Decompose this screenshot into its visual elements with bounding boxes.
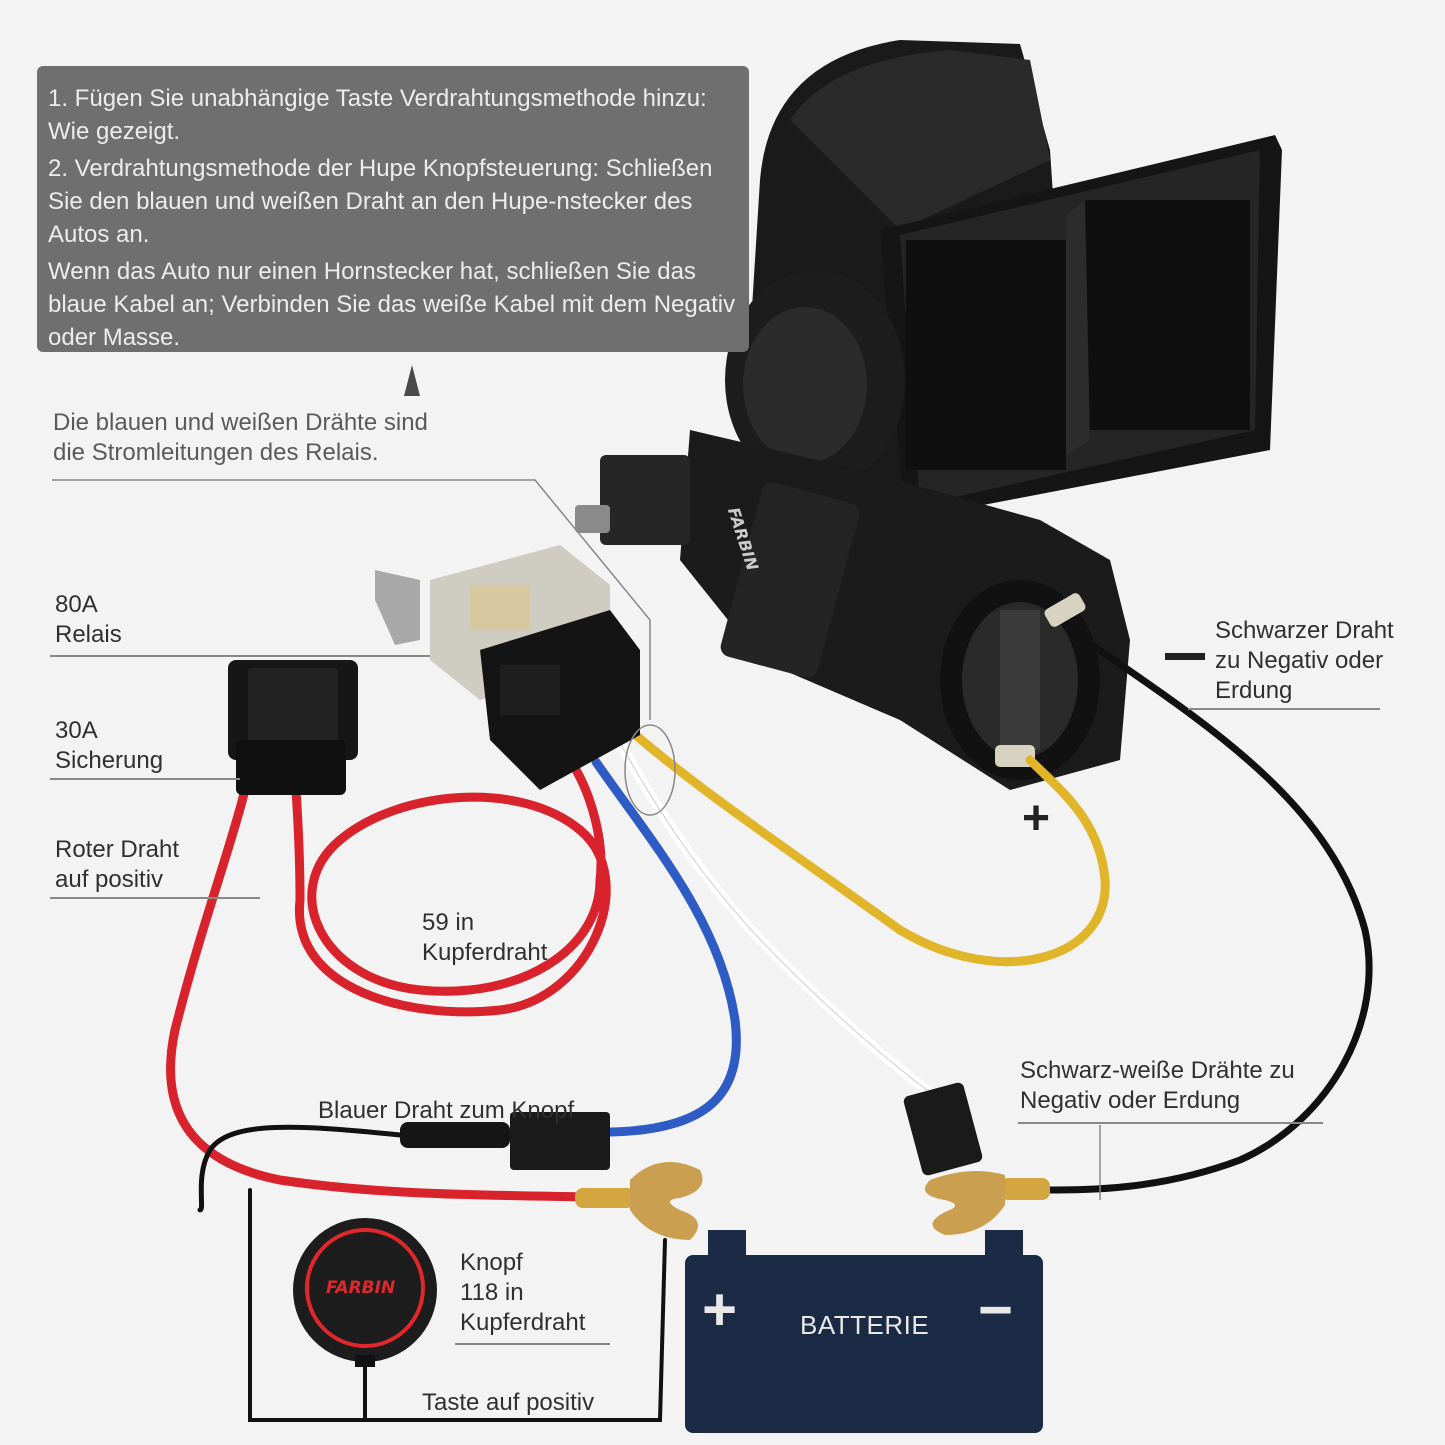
black-wire (1041, 636, 1373, 1194)
relay-callout-line (50, 655, 430, 657)
button-wire (197, 1124, 403, 1213)
fuse-holder-icon (228, 660, 358, 795)
minus-sign-icon (1165, 653, 1205, 660)
negative-terminal-icon (925, 1171, 1050, 1235)
relay-icon (375, 545, 640, 790)
horn-plus-sign: + (1022, 792, 1051, 845)
red-wire-coil (291, 755, 611, 1017)
label-copper-59: 59 in Kupferdraht (422, 909, 548, 966)
fuse-callout-line (50, 778, 240, 780)
instruction-box: 1. Fügen Sie unabhängige Taste Verdrahtu… (37, 66, 749, 352)
instruction-step-2: 2. Verdrahtungsmethode der Hupe Knopfste… (48, 155, 713, 248)
callout-lines (52, 479, 1101, 1200)
black-white-callout-line (1018, 1122, 1323, 1124)
label-red-wire: Roter Draht auf positiv (55, 836, 180, 893)
button-connector (510, 1112, 610, 1170)
button-callout-line (455, 1343, 610, 1345)
positive-terminal-icon (575, 1162, 703, 1240)
battery-plus: + (702, 1276, 738, 1343)
label-blue-wire: Blauer Draht zum Knopf (318, 1097, 575, 1124)
blue-wire (591, 757, 741, 1137)
button-logo: FARBIN (326, 1278, 396, 1298)
label-button-positive: Taste auf positiv (422, 1389, 595, 1416)
white-wire-connector (903, 1082, 983, 1176)
label-black-white: Schwarz-weiße Drähte zu Negativ oder Erd… (1020, 1057, 1295, 1114)
battery-label: BATTERIE (800, 1310, 930, 1340)
red-wire-callout-line (50, 897, 260, 899)
instruction-note: Wenn das Auto nur einen Hornstecker hat,… (48, 258, 736, 351)
label-fuse: 30A Sicherung (55, 717, 164, 774)
wires (166, 636, 1373, 1422)
inline-connector (400, 1122, 510, 1148)
label-button: Knopf 118 in Kupferdraht (460, 1249, 586, 1336)
label-power-lines: Die blauen und weißen Drähte sind die St… (53, 409, 428, 466)
yellow-wire (627, 727, 1110, 967)
white-wire (600, 710, 945, 1105)
horn-icon (575, 40, 1282, 790)
button-cable-loop (248, 1188, 667, 1422)
instruction-step-1: 1. Fügen Sie unabhängige Taste Verdrahtu… (48, 85, 707, 145)
label-black-wire: Schwarzer Draht zu Negativ oder Erdung (1215, 617, 1394, 704)
battery-icon (685, 1230, 1043, 1433)
horn-button-icon (293, 1218, 437, 1367)
pointer-arrow-icon (404, 365, 420, 396)
red-wire (166, 785, 595, 1202)
label-relay: 80A Relais (55, 591, 122, 648)
battery-minus: − (978, 1276, 1014, 1343)
black-wire-callout-line (1188, 708, 1380, 710)
